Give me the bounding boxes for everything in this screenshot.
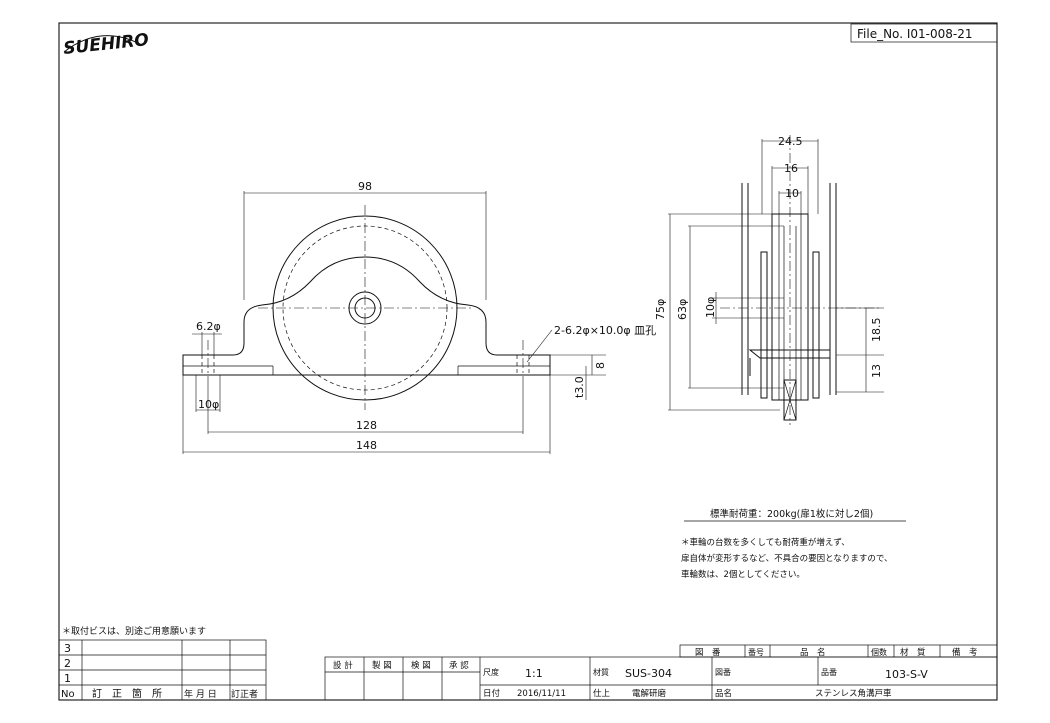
dim-10-hole: 10φ — [198, 398, 219, 411]
tb-name-label: 品名 — [715, 688, 732, 699]
tb-hdr-number: 番号 — [748, 647, 764, 657]
rev-row-2: 2 — [64, 657, 71, 670]
front-view: 98 6.2φ 10φ 128 148 8 t3.0 2-6.2φ×10.0φ … — [182, 180, 656, 454]
title-block: 図 番 番号 品 名 個数 材 質 備 考 設 計 製 図 検 図 承 認 尺度… — [324, 644, 998, 701]
logo-text: SUEHIRO — [62, 30, 149, 59]
hole-note: 2-6.2φ×10.0φ 皿孔 — [554, 324, 656, 337]
suehiro-logo: SUEHIRO — [62, 30, 149, 59]
rev-header-reviser: 訂正者 — [231, 688, 258, 700]
file-no: File_No. I01-008-21 — [857, 27, 972, 41]
note-line-3: 車輪数は、2個としてください。 — [681, 569, 805, 580]
tb-material-value: SUS-304 — [625, 667, 672, 680]
tb-material-label: 材質 — [593, 667, 609, 677]
bracket-outline — [182, 256, 551, 376]
dim-63: 63φ — [676, 299, 689, 320]
tb-drawing-no-label: 図番 — [715, 667, 731, 677]
screw-note: ＊取付ビスは、別途ご用意願います — [62, 625, 206, 637]
dim-13: 13 — [870, 364, 883, 378]
left-bracket-plate — [760, 251, 768, 399]
tb-part-no-value: 103-S-V — [885, 668, 928, 681]
tb-approve: 承 認 — [449, 660, 469, 671]
tb-part-no-label: 品番 — [821, 667, 837, 677]
dim-8: 8 — [594, 362, 607, 369]
notes: 標準耐荷重：200kg(扉1枚に対し2個) ＊車輪の台数を多くしても耐荷重が増え… — [681, 508, 906, 580]
right-countersunk-hole — [516, 340, 530, 382]
dim-75: 75φ — [654, 299, 667, 320]
tb-scale-label: 尺度 — [483, 667, 499, 677]
tb-hdr-part-name: 品 名 — [800, 647, 826, 658]
tb-hdr-qty: 個数 — [871, 647, 887, 657]
tb-draft: 製 図 — [372, 660, 392, 671]
tb-name-value: ステンレス角溝戸車 — [815, 688, 892, 699]
dim-98: 98 — [358, 180, 372, 193]
dim-10-side: 10 — [785, 187, 799, 200]
dim-6-2: 6.2φ — [196, 320, 221, 333]
tb-finish-label: 仕上 — [593, 688, 611, 699]
dim-18-5: 18.5 — [870, 318, 883, 343]
file-no-box — [850, 23, 998, 43]
tb-finish-value: 電解研磨 — [632, 688, 667, 699]
tb-hdr-material: 材 質 — [900, 647, 926, 658]
dim-128: 128 — [356, 419, 377, 432]
tb-hdr-remarks: 備 考 — [952, 647, 978, 658]
load-note: 標準耐荷重：200kg(扉1枚に対し2個) — [710, 508, 873, 520]
side-view: 24.5 16 10 75φ 63φ 10φ 18.5 13 — [654, 135, 884, 425]
dim-24-5: 24.5 — [778, 135, 803, 148]
rev-header-location: 訂 正 箇 所 — [92, 687, 162, 700]
revision-table: ＊取付ビスは、別途ご用意願います 3 2 1 No 訂 正 箇 所 年 月 日 … — [58, 625, 267, 701]
tb-date-label: 日付 — [483, 688, 501, 699]
rev-header-no: No — [61, 689, 75, 700]
dim-148: 148 — [356, 439, 377, 452]
dim-t3: t3.0 — [573, 376, 586, 398]
sheet-frame — [58, 22, 998, 701]
tb-scale-value: 1:1 — [525, 667, 543, 680]
note-line-1: ＊車輪の台数を多くしても耐荷重が増えず、 — [681, 537, 850, 548]
rev-header-date: 年 月 日 — [184, 688, 217, 700]
tb-check: 検 図 — [411, 660, 431, 671]
rev-row-3: 3 — [64, 642, 71, 655]
note-line-2: 扉自体が変形するなど、不具合の要因となりますので、 — [681, 553, 892, 564]
left-countersunk-hole — [201, 340, 215, 382]
tb-hdr-drawing-no: 図 番 — [695, 647, 721, 658]
tb-date-value: 2016/11/11 — [517, 689, 566, 699]
rev-row-1: 1 — [64, 672, 71, 685]
tb-design: 設 計 — [333, 660, 353, 671]
dim-16: 16 — [784, 162, 798, 175]
dim-10-axle: 10φ — [704, 297, 717, 318]
right-bracket-plate — [812, 251, 820, 399]
